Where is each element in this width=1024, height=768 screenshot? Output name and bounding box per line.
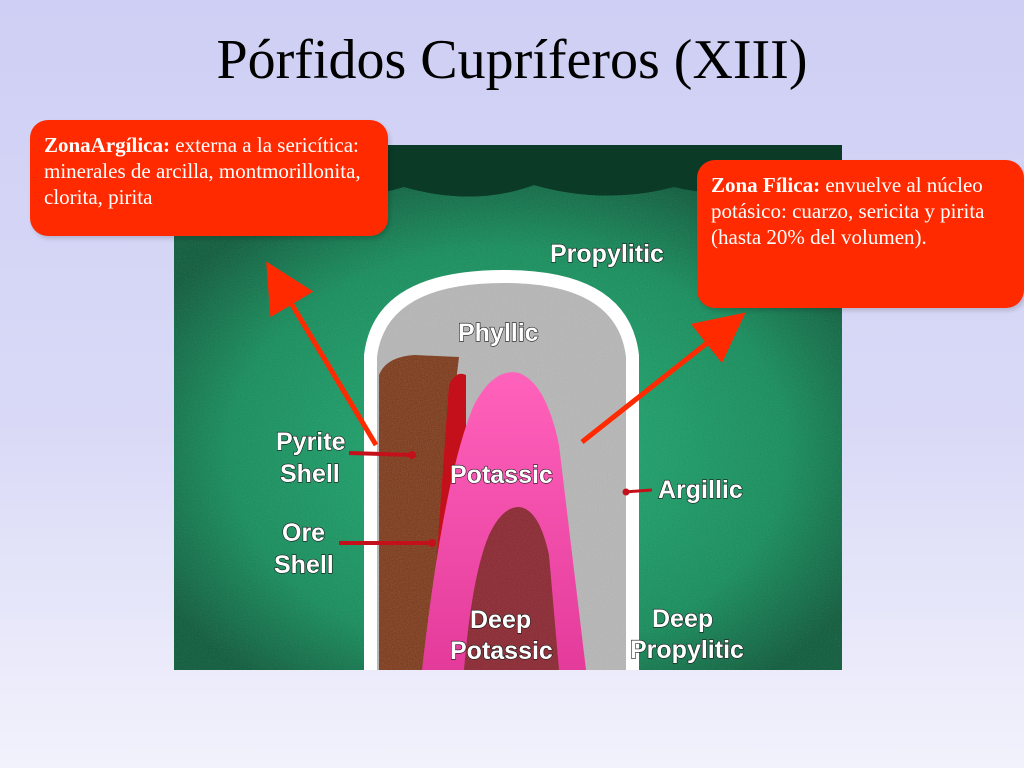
- label-argillic: Argillic: [658, 476, 743, 504]
- callout-argilica-heading: ZonaArgílica:: [44, 133, 170, 157]
- label-phyllic: Phyllic: [458, 319, 539, 347]
- pyrite-shell-leader: [348, 451, 413, 457]
- slide-title: Pórfidos Cupríferos (XIII): [216, 29, 808, 91]
- callout-filica-heading: Zona Fílica:: [711, 173, 821, 197]
- callout-zona-argilica: ZonaArgílica: externa a la sericítica: m…: [30, 120, 388, 236]
- label-pyrite-shell-1: Pyrite: [276, 428, 346, 456]
- callout-zona-filica: Zona Fílica: envuelve al núcleo potásico…: [697, 160, 1024, 308]
- label-potassic: Potassic: [450, 461, 553, 489]
- label-deep-potassic-1: Deep: [470, 606, 531, 634]
- label-deep-potassic-2: Potassic: [450, 637, 553, 665]
- label-deep-propylitic-2: Propylitic: [630, 636, 744, 664]
- label-pyrite-shell-2: Shell: [280, 460, 340, 488]
- label-deep-propylitic-1: Deep: [652, 605, 713, 633]
- callout-argilica-text: externa a la sericítica: minerales de ar…: [44, 133, 361, 209]
- label-propylitic: Propylitic: [550, 240, 664, 268]
- callout-filica-text: envuelve al núcleo potásico: cuarzo, ser…: [711, 173, 985, 249]
- label-ore-shell-2: Shell: [274, 551, 334, 579]
- label-ore-shell-1: Ore: [282, 519, 325, 547]
